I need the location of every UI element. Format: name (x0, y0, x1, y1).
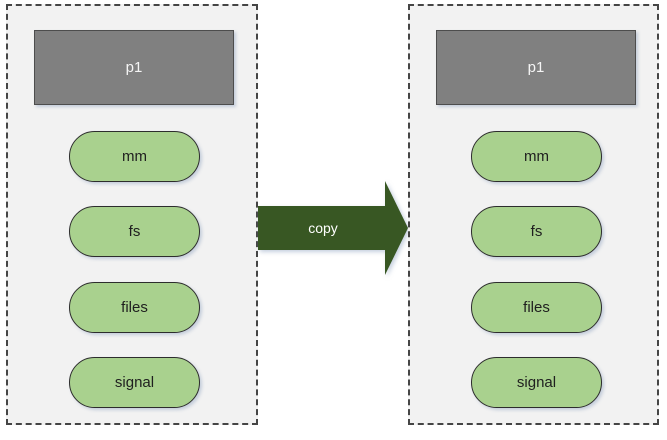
module-pill-label: mm (122, 148, 147, 165)
right-arrow-icon (258, 181, 408, 275)
module-pill-files-right: files (471, 282, 602, 333)
module-pill-mm-right: mm (471, 131, 602, 182)
module-pill-signal-right: signal (471, 357, 602, 408)
process-label: p1 (125, 59, 143, 76)
module-pill-signal-left: signal (69, 357, 200, 408)
module-pill-mm-left: mm (69, 131, 200, 182)
module-pill-fs-left: fs (69, 206, 200, 257)
process-box-left: p1 (34, 30, 234, 105)
module-pill-label: signal (516, 374, 557, 391)
module-pill-label: fs (128, 223, 141, 240)
process-panel-right: p1 mm fs files signal (408, 4, 659, 425)
module-pill-label: mm (524, 148, 549, 165)
module-pill-label: signal (114, 374, 155, 391)
arrow-label: copy (308, 220, 338, 236)
module-pill-fs-right: fs (471, 206, 602, 257)
module-pill-label: files (121, 299, 148, 316)
module-pill-files-left: files (69, 282, 200, 333)
module-pill-label: fs (530, 223, 543, 240)
module-pill-label: files (523, 299, 550, 316)
process-label: p1 (527, 59, 545, 76)
process-box-right: p1 (436, 30, 636, 105)
process-panel-left: p1 mm fs files signal (6, 4, 258, 425)
copy-arrow: copy (258, 181, 408, 275)
